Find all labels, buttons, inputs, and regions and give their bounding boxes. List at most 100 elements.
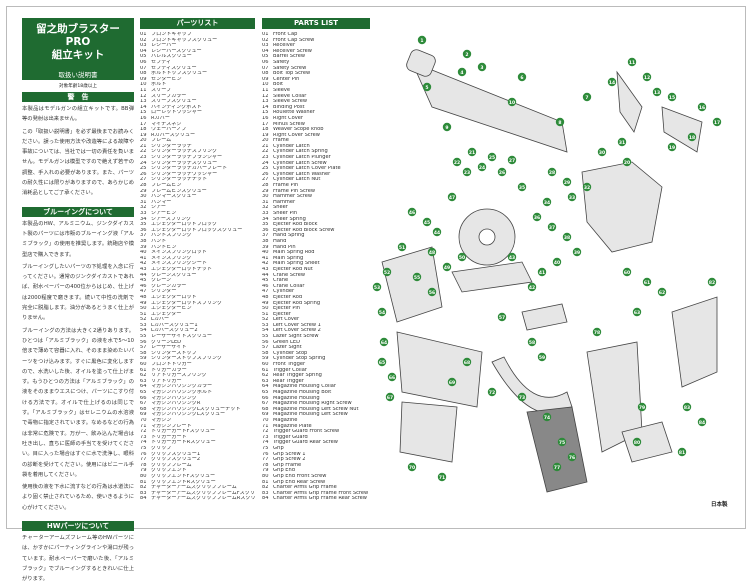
part-number: 79	[140, 468, 147, 474]
part-name: クレーンスクリュー	[151, 272, 197, 278]
part-name: シアー	[151, 205, 166, 211]
part-number: 25	[140, 166, 147, 172]
part-name: Rear Trigger Spring	[273, 373, 322, 379]
part-number: 55	[262, 334, 269, 340]
part-number: 75	[140, 445, 147, 451]
callout-marker	[487, 152, 497, 162]
callout-number: 4	[460, 70, 463, 76]
part-name: メインスプリング	[151, 255, 192, 261]
callout-marker	[582, 92, 592, 102]
part-number: 42	[262, 261, 269, 267]
callout-marker	[537, 352, 547, 362]
part-name: Sleeve	[273, 87, 291, 93]
callout-marker	[642, 277, 652, 287]
part-name: Sheer Spring	[273, 216, 306, 222]
part-name: シリンダーラッチワッシャー	[151, 171, 218, 177]
callout-marker	[407, 207, 417, 217]
part-number: 68	[140, 406, 147, 412]
part-number: 44	[140, 272, 147, 278]
part-name: Sheer	[273, 205, 288, 211]
callout-marker	[462, 49, 472, 59]
part-name: チャーターアームズグリップフレームFスクリュー	[151, 490, 255, 496]
part-number: 31	[140, 199, 147, 205]
part-name: バレルスクリュー	[151, 54, 192, 60]
part-number: 08	[140, 71, 147, 77]
part-name: Charter Arms Grip Frame Front Screw	[273, 490, 369, 496]
callout-marker	[562, 232, 572, 242]
part-number: 09	[140, 76, 147, 82]
part-name: Charter Arms Grip Frame	[273, 485, 337, 491]
part-number: 49	[140, 300, 147, 306]
magazine-housing-part	[396, 331, 483, 408]
front-cap-part	[406, 49, 436, 77]
callout-marker	[497, 312, 507, 322]
callout-marker	[652, 87, 662, 97]
part-number: 52	[140, 317, 147, 323]
part-number: 48	[140, 294, 147, 300]
lazer-sight-part	[521, 303, 568, 331]
callout-marker	[379, 337, 389, 347]
part-name: マガジンハウジングLスクリューナット	[151, 406, 241, 412]
callout-marker	[537, 267, 547, 277]
part-number: 41	[140, 255, 147, 261]
callout-marker	[507, 252, 517, 262]
callout-number: 1	[420, 38, 423, 44]
callout-marker	[637, 402, 647, 412]
callout-marker	[552, 257, 562, 267]
part-number: 02	[262, 37, 269, 43]
callout-marker	[477, 62, 487, 72]
callout-number: 78	[594, 330, 600, 336]
part-number: 44	[262, 272, 269, 278]
callout-marker	[657, 287, 667, 297]
part-name: Left Cover	[273, 317, 300, 323]
part-name: シリンダー	[151, 289, 177, 295]
part-name: シリンダーラッチプランジャー	[151, 155, 223, 161]
callout-marker	[457, 67, 467, 77]
callout-marker	[487, 387, 497, 397]
part-name: スリーブ	[151, 87, 172, 93]
callout-number: 22	[454, 160, 460, 166]
part-name: Center Pin	[273, 76, 300, 82]
part-number: 21	[262, 143, 269, 149]
section-heading: 警 告	[22, 92, 134, 102]
part-number: 14	[262, 104, 269, 110]
callout-number: 58	[529, 340, 535, 346]
part-name: スリーブカラー	[151, 93, 187, 99]
callout-marker	[407, 462, 417, 472]
callout-number: 26	[499, 170, 505, 176]
callout-marker	[622, 157, 632, 167]
part-number: 76	[262, 451, 269, 457]
part-number: 51	[262, 311, 269, 317]
callout-number: 18	[689, 135, 695, 141]
part-number: 80	[262, 473, 269, 479]
callout-marker	[382, 267, 392, 277]
part-name: ハンドスプリング	[151, 233, 192, 239]
callout-number: 11	[629, 60, 635, 66]
callout-marker	[397, 242, 407, 252]
part-name: Ejecter Rod Nut	[273, 266, 313, 272]
part-number: 12	[262, 93, 269, 99]
part-name: Magazine Housing	[273, 395, 320, 401]
part-name: セフティ	[151, 59, 172, 65]
product-title: 留之助ブラスターPRO	[36, 23, 120, 48]
